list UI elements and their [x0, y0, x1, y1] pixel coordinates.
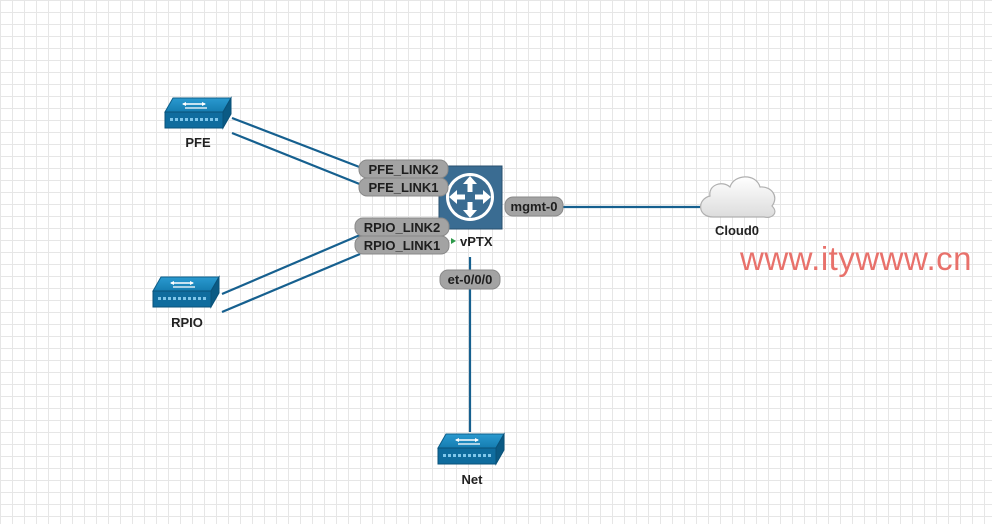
device-cloud0[interactable]: Cloud0 [700, 176, 776, 238]
svg-text:mgmt-0: mgmt-0 [511, 199, 558, 214]
node-label-rpio: RPIO [171, 315, 203, 330]
port-label-mgmt: mgmt-0 [504, 196, 564, 217]
watermark-text: www.itywww.cn [740, 240, 973, 277]
switch-icon [437, 433, 505, 465]
link-pfe-link1[interactable] [231, 131, 363, 187]
port-label-rpio-link1: RPIO_LINK1 [354, 235, 450, 255]
cloud-icon [700, 176, 776, 218]
link-pfe-link2[interactable] [231, 116, 363, 170]
port-label-pfe-link2: PFE_LINK2 [358, 159, 449, 179]
link-rpio-link1[interactable] [221, 252, 361, 314]
switch-icon [164, 97, 232, 129]
device-vptx[interactable]: vPTX [438, 165, 503, 249]
svg-text:RPIO_LINK1: RPIO_LINK1 [364, 238, 441, 253]
svg-text:RPIO_LINK2: RPIO_LINK2 [364, 220, 441, 235]
device-pfe[interactable]: PFE [164, 97, 232, 150]
device-rpio[interactable]: RPIO [152, 276, 220, 330]
port-label-et: et-0/0/0 [439, 269, 501, 290]
device-net[interactable]: Net [437, 433, 505, 487]
port-label-pfe-link1: PFE_LINK1 [358, 177, 449, 197]
svg-text:PFE_LINK1: PFE_LINK1 [368, 180, 438, 195]
switch-icon [152, 276, 220, 308]
node-label-net: Net [462, 472, 484, 487]
node-label-cloud0: Cloud0 [715, 223, 759, 238]
status-indicator [451, 238, 456, 244]
svg-text:PFE_LINK2: PFE_LINK2 [368, 162, 438, 177]
svg-text:et-0/0/0: et-0/0/0 [448, 272, 493, 287]
node-label-pfe: PFE [185, 135, 211, 150]
node-label-vptx: vPTX [460, 234, 493, 249]
link-rpio-link2[interactable] [221, 233, 361, 296]
port-label-rpio-link2: RPIO_LINK2 [354, 217, 450, 237]
router-icon [438, 165, 503, 230]
